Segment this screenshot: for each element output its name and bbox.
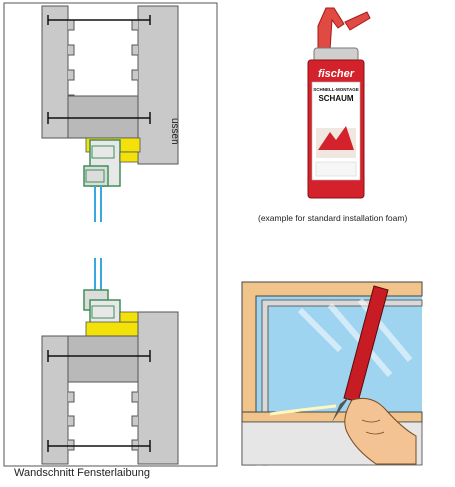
drawing-frame	[3, 2, 218, 467]
outside-label: ussen	[169, 118, 180, 145]
upper-window-profile	[83, 137, 141, 222]
foam-can-image	[307, 7, 371, 199]
foam-caption: (example for standard installation foam)	[258, 213, 408, 223]
lower-window-profile	[83, 258, 141, 337]
foam-application-illustration	[241, 281, 423, 466]
section-caption: Wandschnitt Fensterlaibung	[14, 467, 150, 479]
can-line2-text: SCHAUM	[318, 94, 353, 103]
can-brand-text: fischer	[318, 68, 355, 80]
lower-wall	[41, 311, 179, 465]
can-line1-text: SCHNELL-MONTAGE	[313, 87, 358, 92]
upper-wall	[41, 5, 179, 165]
